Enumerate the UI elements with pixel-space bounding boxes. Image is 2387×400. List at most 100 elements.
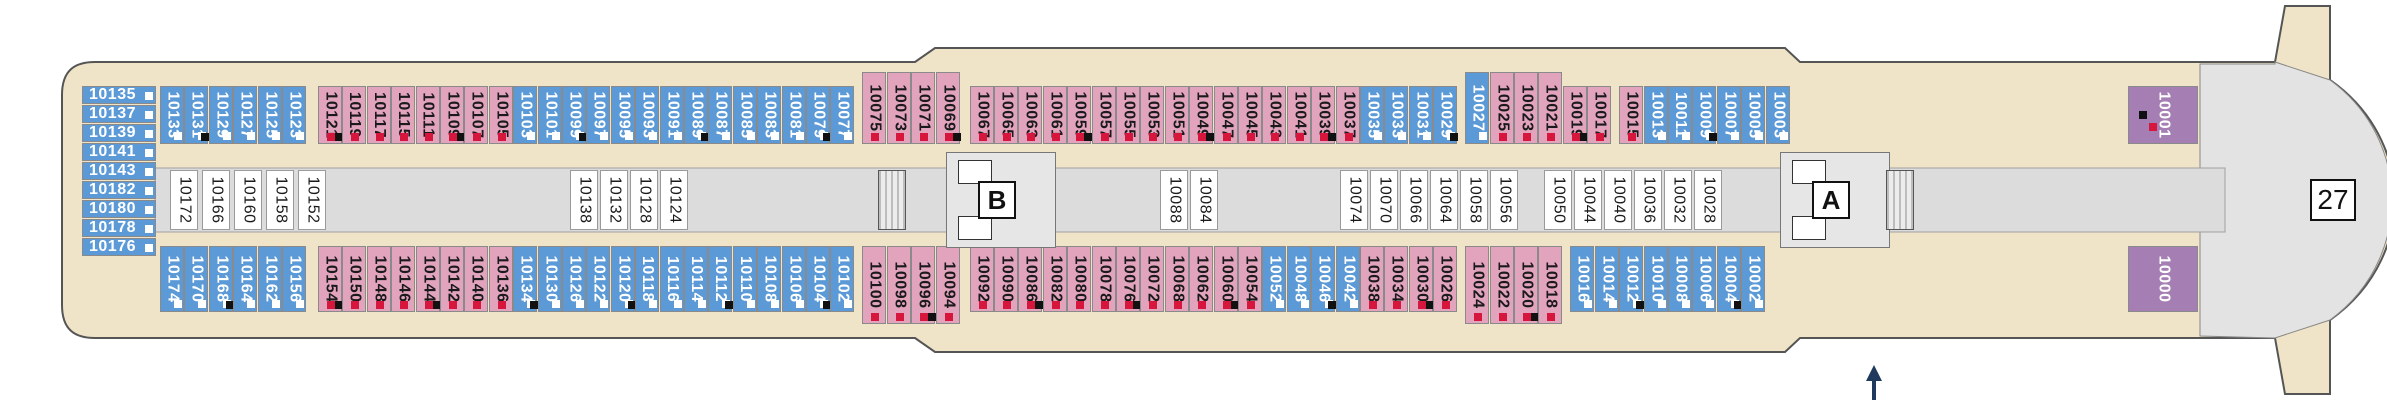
- cabin-10095[interactable]: 10095: [611, 86, 635, 144]
- cabin-10100[interactable]: 10100: [862, 246, 886, 324]
- cabin-10036[interactable]: 10036: [1634, 170, 1662, 230]
- cabin-10065[interactable]: 10065: [994, 86, 1018, 144]
- cabin-10011[interactable]: 10011: [1668, 86, 1692, 144]
- cabin-10012[interactable]: 10012: [1619, 246, 1644, 312]
- cabin-10097[interactable]: 10097: [586, 86, 610, 144]
- cabin-10119[interactable]: 10119: [342, 86, 366, 144]
- cabin-10087[interactable]: 10087: [708, 86, 732, 144]
- cabin-10101[interactable]: 10101: [538, 86, 562, 144]
- cabin-10152[interactable]: 10152: [298, 170, 326, 230]
- cabin-10084[interactable]: 10084: [1190, 170, 1218, 230]
- cabin-10058[interactable]: 10058: [1460, 170, 1488, 230]
- cabin-10108[interactable]: 10108: [757, 246, 781, 312]
- cabin-10068[interactable]: 10068: [1165, 246, 1189, 312]
- cabin-10032[interactable]: 10032: [1664, 170, 1692, 230]
- cabin-10176[interactable]: 10176: [82, 238, 156, 256]
- cabin-10035[interactable]: 10035: [1360, 86, 1384, 144]
- cabin-10034[interactable]: 10034: [1384, 246, 1408, 312]
- cabin-10118[interactable]: 10118: [635, 246, 659, 312]
- cabin-10162[interactable]: 10162: [258, 246, 282, 312]
- cabin-10006[interactable]: 10006: [1692, 246, 1716, 312]
- cabin-10141[interactable]: 10141: [82, 143, 156, 161]
- cabin-10040[interactable]: 10040: [1604, 170, 1632, 230]
- cabin-10112[interactable]: 10112: [708, 246, 733, 312]
- cabin-10122[interactable]: 10122: [586, 246, 610, 312]
- cabin-10059[interactable]: 10059: [1067, 86, 1092, 144]
- cabin-10003[interactable]: 10003: [1766, 86, 1790, 144]
- cabin-10000[interactable]: 10000: [2128, 246, 2198, 312]
- cabin-10174[interactable]: 10174: [160, 246, 184, 312]
- cabin-10126[interactable]: 10126: [562, 246, 586, 312]
- cabin-10077[interactable]: 10077: [830, 86, 854, 144]
- cabin-10046[interactable]: 10046: [1311, 246, 1336, 312]
- cabin-10123[interactable]: 10123: [282, 86, 306, 144]
- cabin-10146[interactable]: 10146: [391, 246, 415, 312]
- cabin-10001[interactable]: 10001: [2128, 86, 2198, 144]
- cabin-10170[interactable]: 10170: [184, 246, 208, 312]
- cabin-10067[interactable]: 10067: [970, 86, 994, 144]
- cabin-10024[interactable]: 10024: [1465, 246, 1489, 324]
- cabin-10016[interactable]: 10016: [1570, 246, 1594, 312]
- cabin-10138[interactable]: 10138: [570, 170, 598, 230]
- cabin-10062[interactable]: 10062: [1189, 246, 1213, 312]
- cabin-10010[interactable]: 10010: [1644, 246, 1668, 312]
- cabin-10021[interactable]: 10021: [1538, 72, 1562, 144]
- cabin-10054[interactable]: 10054: [1238, 246, 1262, 312]
- cabin-10111[interactable]: 10111: [416, 86, 440, 144]
- cabin-10002[interactable]: 10002: [1741, 246, 1765, 312]
- cabin-10047[interactable]: 10047: [1214, 86, 1238, 144]
- cabin-10075[interactable]: 10075: [862, 72, 886, 144]
- cabin-10028[interactable]: 10028: [1694, 170, 1722, 230]
- cabin-10041[interactable]: 10041: [1287, 86, 1311, 144]
- cabin-10025[interactable]: 10025: [1490, 72, 1514, 144]
- cabin-10089[interactable]: 10089: [684, 86, 709, 144]
- cabin-10033[interactable]: 10033: [1384, 86, 1408, 144]
- cabin-10127[interactable]: 10127: [233, 86, 257, 144]
- cabin-10104[interactable]: 10104: [806, 246, 831, 312]
- cabin-10093[interactable]: 10093: [635, 86, 659, 144]
- cabin-10066[interactable]: 10066: [1400, 170, 1428, 230]
- cabin-10029[interactable]: 10029: [1433, 86, 1458, 144]
- cabin-10073[interactable]: 10073: [887, 72, 911, 144]
- cabin-10133[interactable]: 10133: [160, 86, 184, 144]
- cabin-10027[interactable]: 10027: [1465, 72, 1489, 144]
- cabin-10150[interactable]: 10150: [342, 246, 366, 312]
- cabin-10031[interactable]: 10031: [1409, 86, 1433, 144]
- cabin-10030[interactable]: 10030: [1409, 246, 1434, 312]
- cabin-10107[interactable]: 10107: [464, 86, 488, 144]
- cabin-10060[interactable]: 10060: [1214, 246, 1239, 312]
- cabin-10063[interactable]: 10063: [1018, 86, 1042, 144]
- cabin-10057[interactable]: 10057: [1092, 86, 1116, 144]
- cabin-10072[interactable]: 10072: [1140, 246, 1164, 312]
- cabin-10004[interactable]: 10004: [1717, 246, 1742, 312]
- cabin-10082[interactable]: 10082: [1043, 246, 1067, 312]
- cabin-10049[interactable]: 10049: [1189, 86, 1214, 144]
- cabin-10128[interactable]: 10128: [630, 170, 658, 230]
- cabin-10120[interactable]: 10120: [611, 246, 636, 312]
- cabin-10020[interactable]: 10020: [1514, 246, 1539, 324]
- cabin-10085[interactable]: 10085: [733, 86, 757, 144]
- cabin-10090[interactable]: 10090: [994, 246, 1018, 312]
- cabin-10061[interactable]: 10061: [1043, 86, 1067, 144]
- cabin-10022[interactable]: 10022: [1490, 246, 1514, 324]
- cabin-10103[interactable]: 10103: [513, 86, 537, 144]
- cabin-10096[interactable]: 10096: [911, 246, 936, 324]
- cabin-10074[interactable]: 10074: [1340, 170, 1368, 230]
- cabin-10180[interactable]: 10180: [82, 200, 156, 218]
- cabin-10013[interactable]: 10013: [1644, 86, 1668, 144]
- cabin-10139[interactable]: 10139: [82, 124, 156, 142]
- cabin-10134[interactable]: 10134: [513, 246, 538, 312]
- cabin-10070[interactable]: 10070: [1370, 170, 1398, 230]
- cabin-10125[interactable]: 10125: [258, 86, 282, 144]
- cabin-10078[interactable]: 10078: [1092, 246, 1116, 312]
- cabin-10115[interactable]: 10115: [391, 86, 415, 144]
- cabin-10156[interactable]: 10156: [282, 246, 306, 312]
- cabin-10129[interactable]: 10129: [209, 86, 233, 144]
- cabin-10071[interactable]: 10071: [911, 72, 935, 144]
- cabin-10083[interactable]: 10083: [757, 86, 781, 144]
- cabin-10048[interactable]: 10048: [1287, 246, 1311, 312]
- cabin-10164[interactable]: 10164: [233, 246, 257, 312]
- cabin-10045[interactable]: 10045: [1238, 86, 1262, 144]
- cabin-10131[interactable]: 10131: [184, 86, 209, 144]
- cabin-10160[interactable]: 10160: [234, 170, 262, 230]
